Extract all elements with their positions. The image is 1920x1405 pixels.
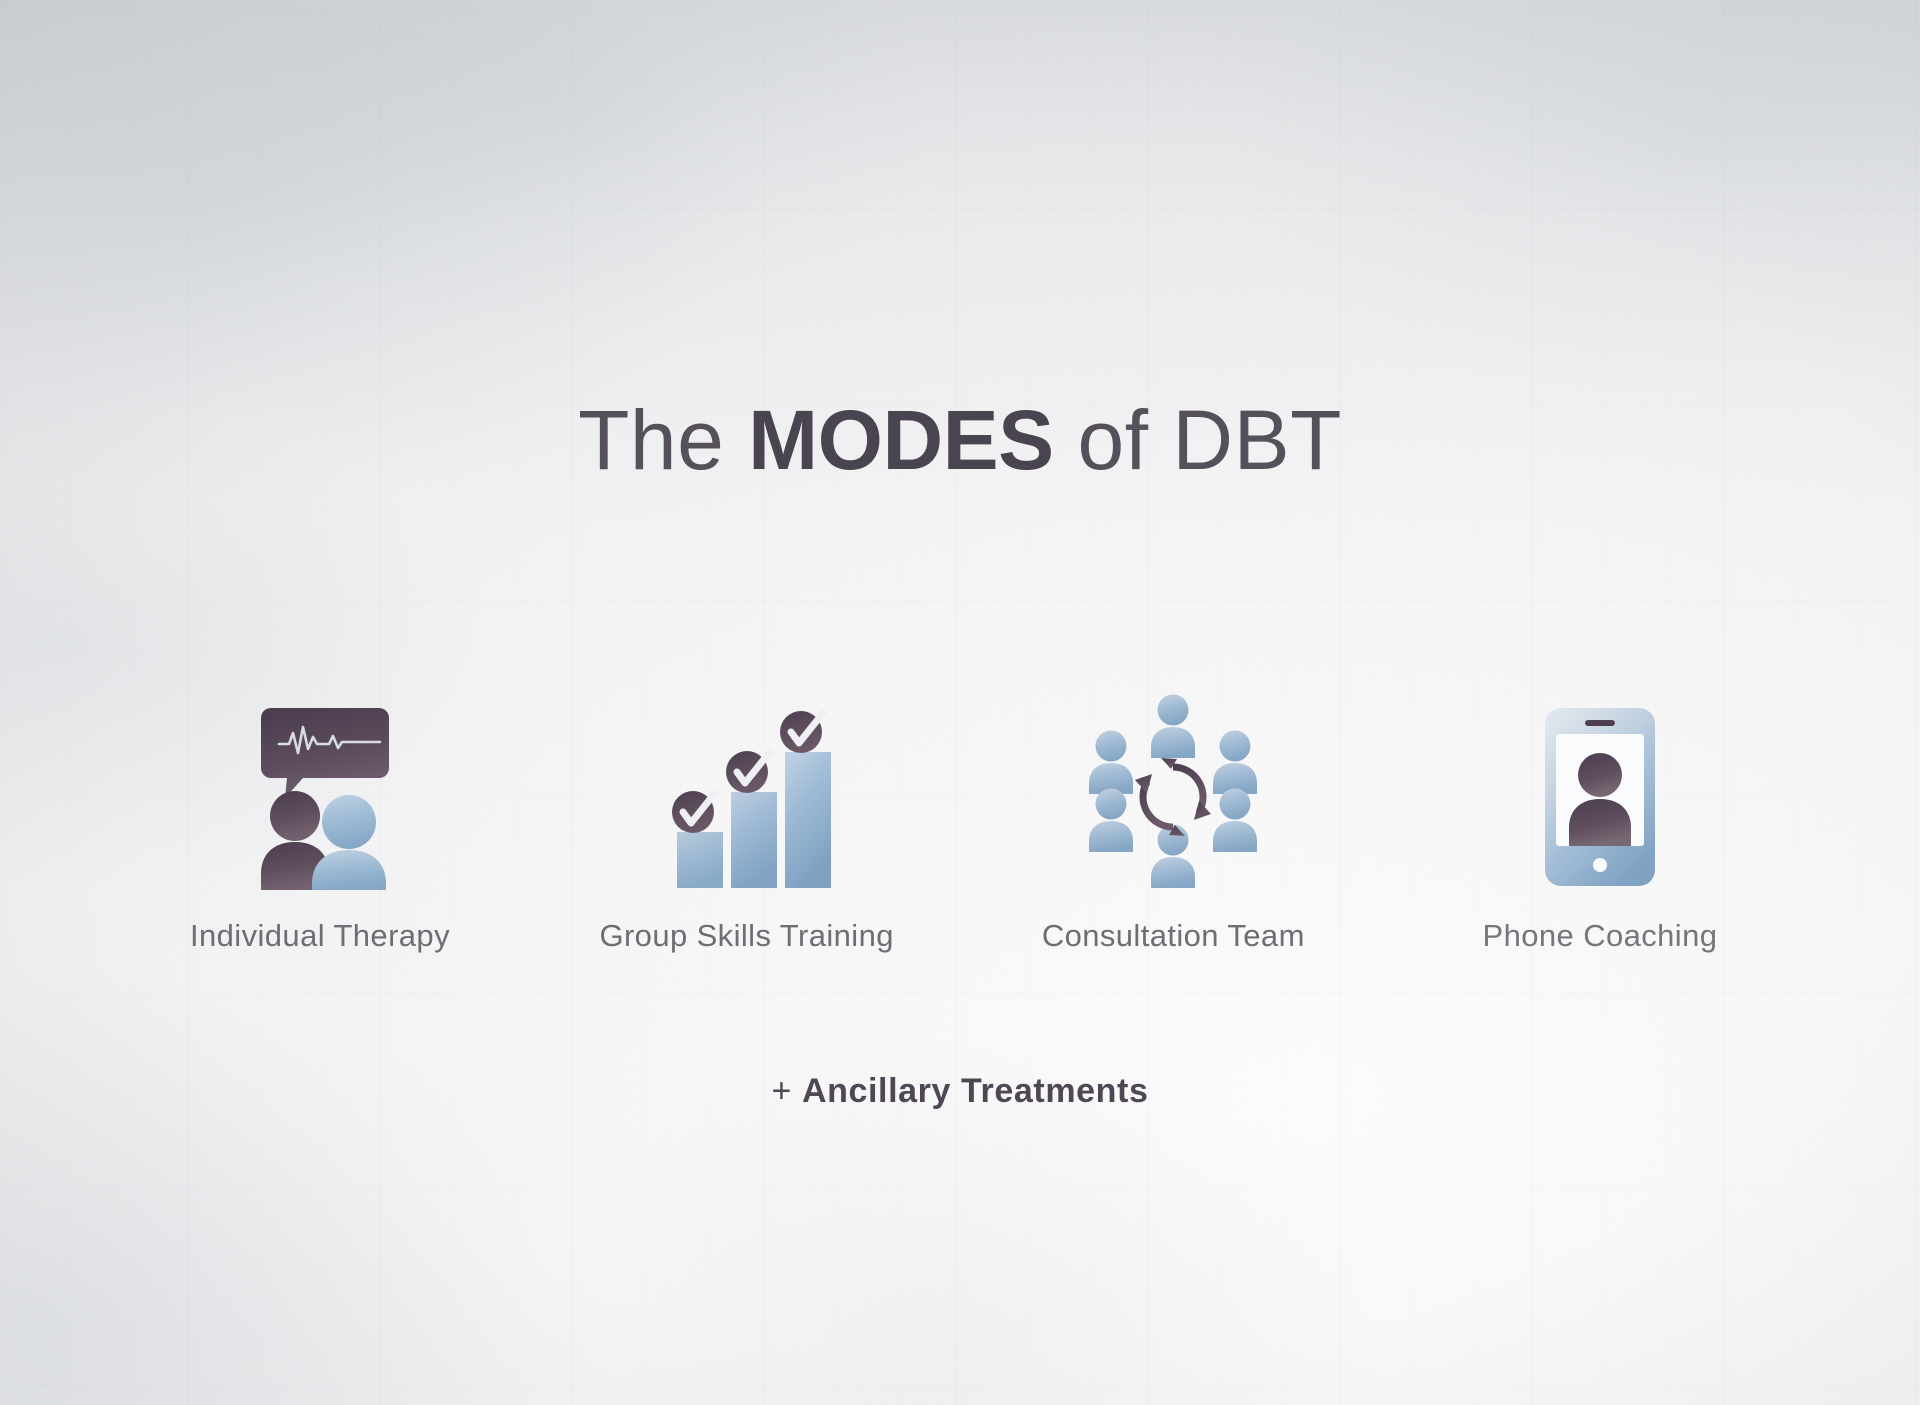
mode-label-group-skills-training: Group Skills Training [599, 918, 894, 953]
ancillary-treatments-label: Ancillary Treatments [801, 1072, 1149, 1110]
mode-label-individual-therapy: Individual Therapy [190, 918, 450, 953]
mode-label-phone-coaching: Phone Coaching [1482, 918, 1718, 953]
smartphone-person-icon [1544, 708, 1655, 886]
people-circle-cycle-icon [1089, 694, 1258, 888]
icon-box [1089, 694, 1258, 890]
ascending-bar-chart-checkmarks-icon [671, 709, 831, 888]
mode-label-consultation-team: Consultation Team [1041, 918, 1305, 953]
icon-box [1541, 700, 1659, 890]
two-people-speech-bubble-icon [261, 708, 389, 890]
team-person-lower-left [1089, 788, 1134, 852]
team-person-upper-right [1213, 730, 1258, 794]
phone-home-button [1592, 858, 1607, 872]
plus-icon: + [771, 1072, 792, 1110]
person-figure-light [312, 795, 386, 890]
slide-title: The MODES of DBT [0, 398, 1920, 482]
check-badge-1 [671, 789, 719, 833]
phone-speaker-icon [1584, 720, 1615, 726]
speech-bubble-shape [261, 708, 389, 798]
team-person-upper-left [1089, 730, 1134, 794]
mode-item-phone-coaching[interactable]: Phone Coaching [1400, 700, 1800, 954]
icon-box [657, 700, 837, 890]
mode-item-group-skills-training[interactable]: Group Skills Training [547, 700, 947, 954]
check-badge-3 [779, 709, 827, 753]
bar-2 [730, 792, 777, 888]
person-figure-dark [261, 791, 329, 890]
title-part-1: The [578, 393, 749, 487]
title-part-2: of DBT [1053, 393, 1342, 487]
team-person-top [1151, 694, 1196, 758]
modes-row: Individual Therapy [120, 694, 1800, 954]
cycle-arrows-icon [1135, 758, 1212, 836]
bar-3 [784, 752, 831, 888]
mode-item-consultation-team[interactable]: Consultation Team [973, 694, 1373, 954]
mode-item-individual-therapy[interactable]: Individual Therapy [120, 700, 520, 954]
icon-box [235, 700, 405, 890]
phone-avatar-icon [1568, 753, 1631, 846]
ancillary-treatments-note: +Ancillary Treatments [0, 1072, 1920, 1111]
check-badge-2 [725, 749, 773, 793]
title-emphasis: MODES [748, 393, 1054, 487]
team-person-lower-right [1213, 788, 1258, 852]
bar-1 [676, 832, 723, 888]
